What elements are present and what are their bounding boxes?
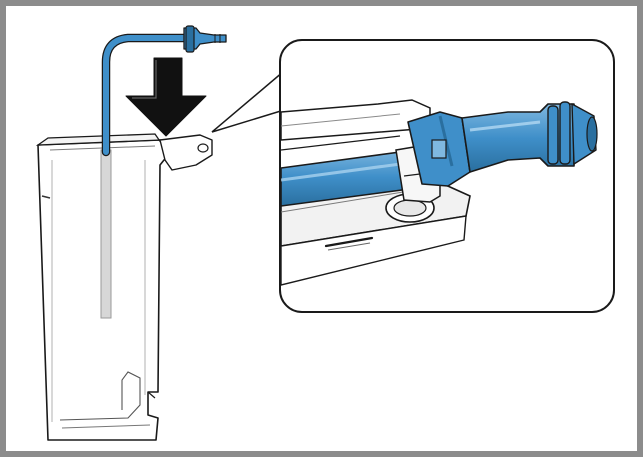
tube-icon [100, 25, 227, 319]
connector-nozzle-icon [407, 101, 598, 187]
zoomed-detail [281, 99, 598, 286]
down-arrow-icon [125, 57, 207, 137]
